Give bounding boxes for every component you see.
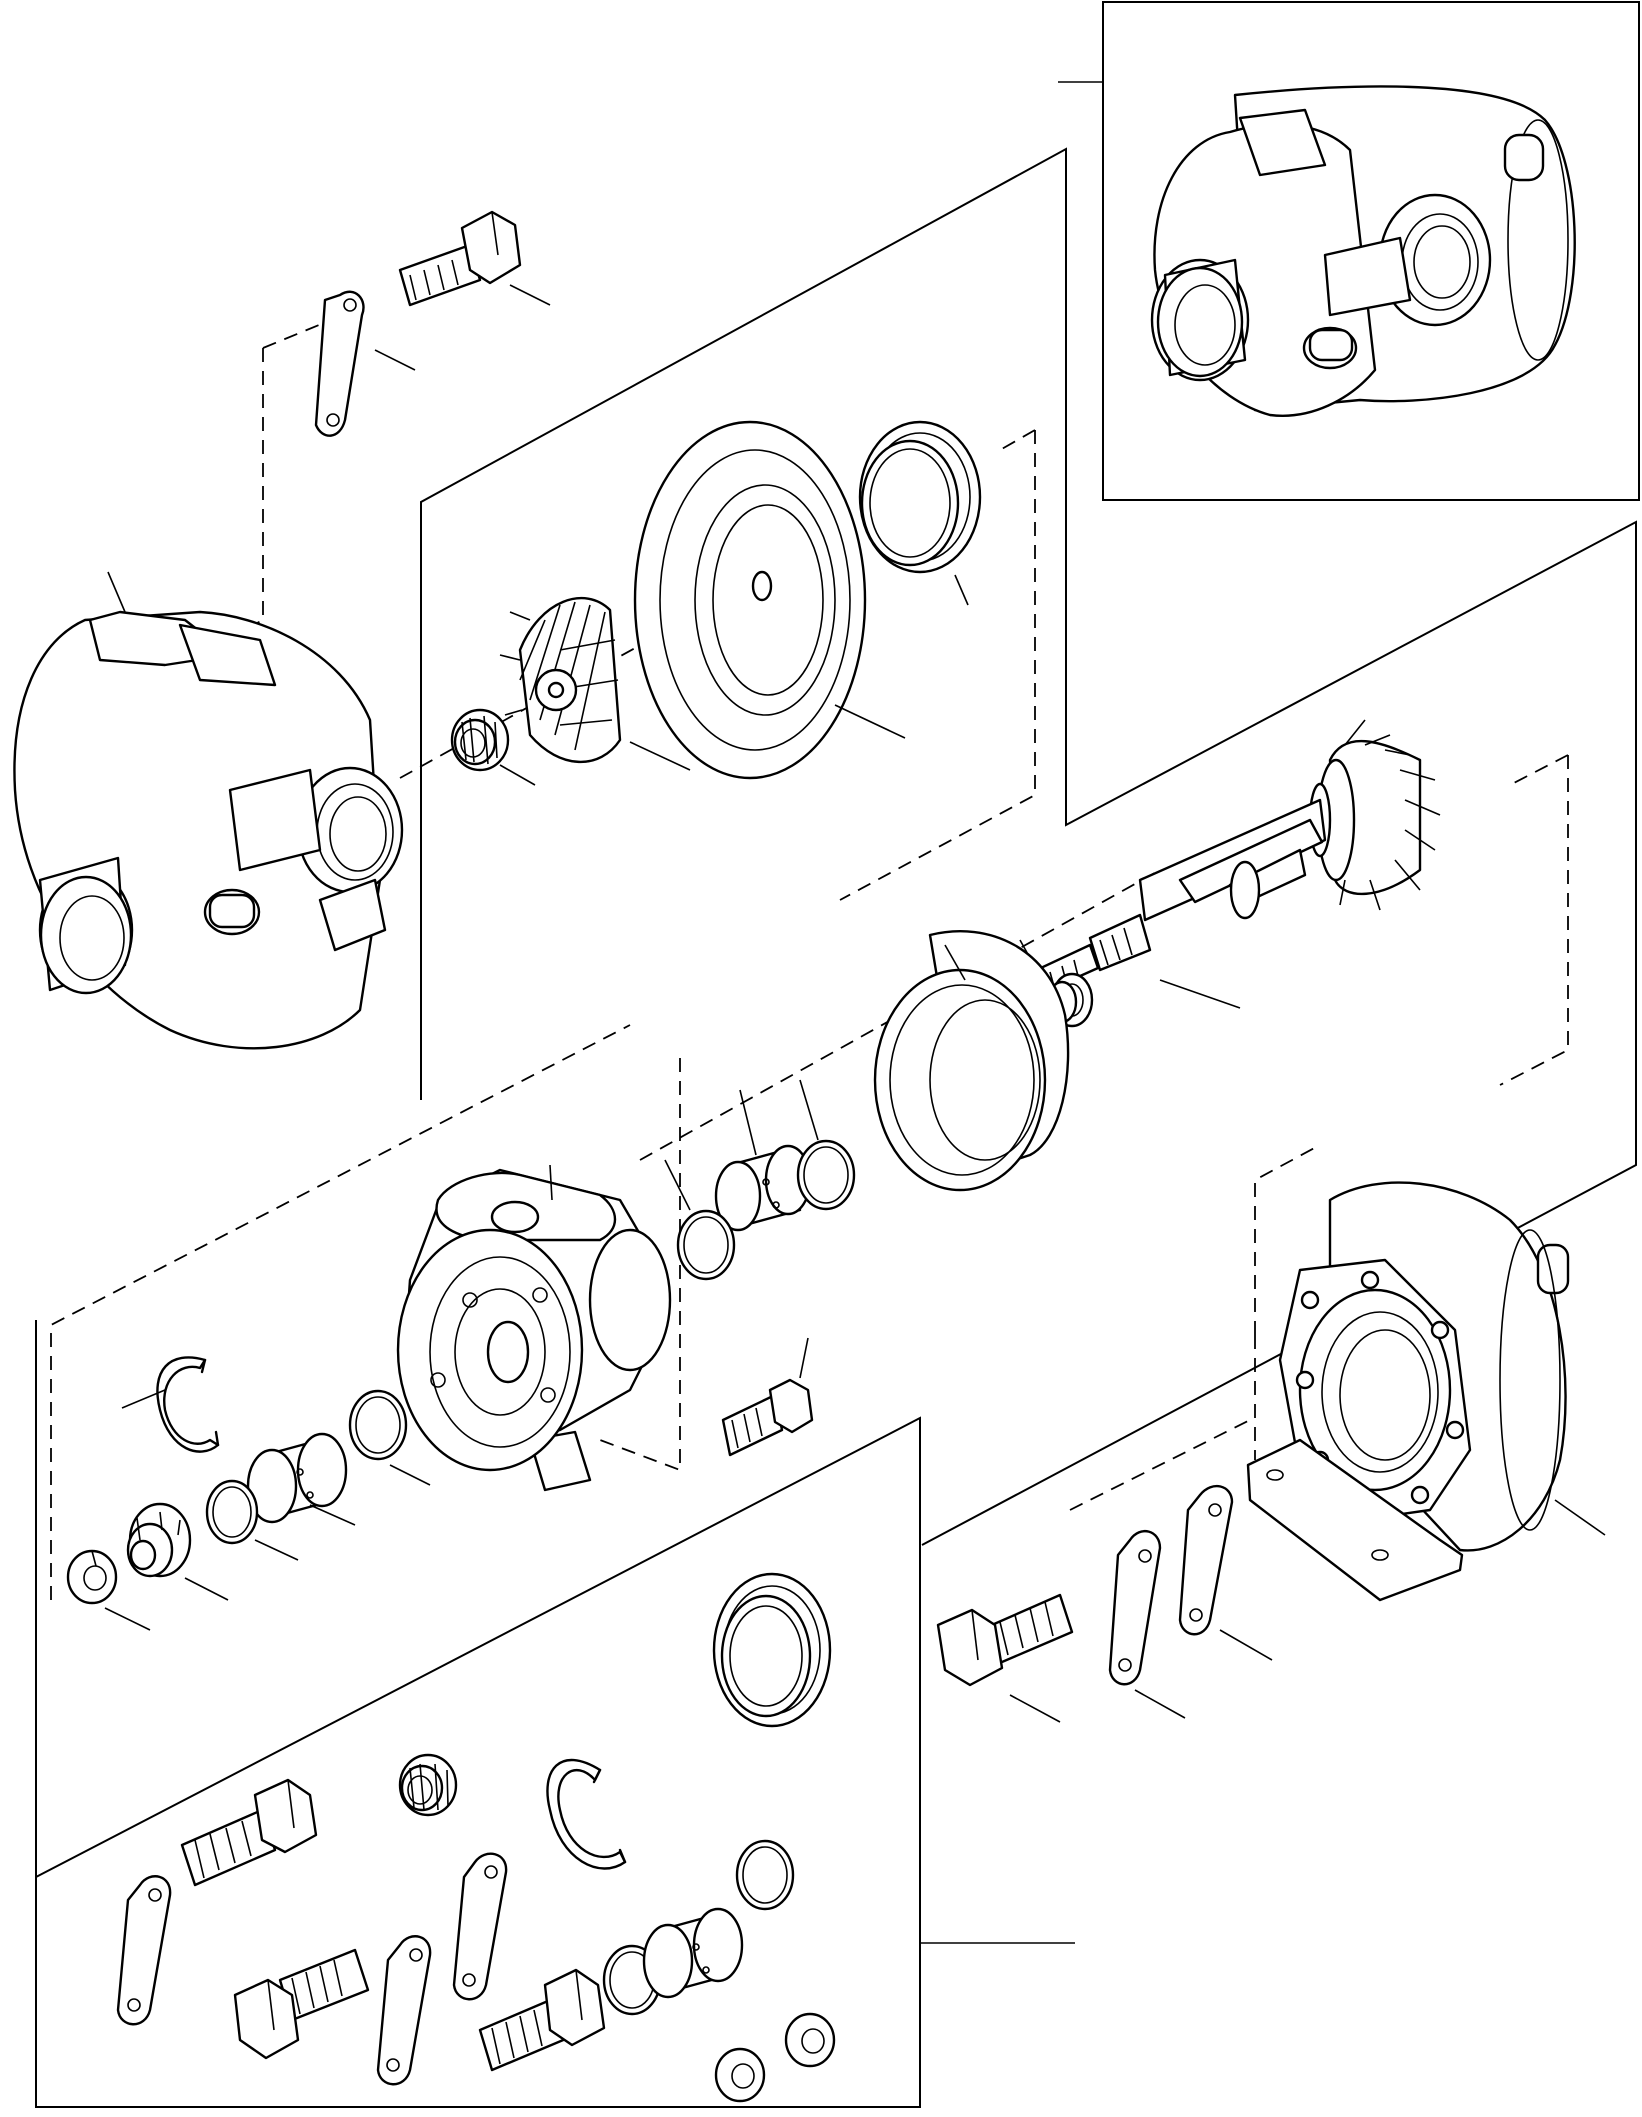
kit-lock-plate-3 [452, 1852, 508, 2001]
turbine-housing-leader [1554, 1499, 1606, 1536]
kit-retaining-ring-2 [735, 1839, 795, 1911]
kit-lock-plate-2 [376, 1935, 432, 2086]
compressor-wheel-leader [629, 741, 691, 771]
cartridge-panel-frame [420, 147, 1637, 1546]
compressor-housing [13, 610, 404, 1050]
kit-snap-ring [546, 1758, 627, 1870]
retaining-ring-left-2-leader [254, 1539, 299, 1561]
kit-bolt-1 [180, 1778, 318, 1887]
lock-plate-turbine-1 [1108, 1529, 1162, 1686]
retaining-ring-left-2 [205, 1479, 259, 1545]
assembly-inset-frame [1102, 1, 1640, 501]
kit-bolt-3 [478, 1968, 606, 2072]
turbine-bolt-leader [1009, 1694, 1061, 1723]
kit-journal-bearing [642, 1907, 744, 1999]
kit-bolt-2 [233, 1948, 370, 2060]
thrust-collar [126, 1502, 192, 1578]
compressor-housing-leader [107, 571, 126, 613]
turbine-housing [1246, 1181, 1570, 1602]
center-bearing-leader [739, 1089, 757, 1156]
bearing-housing-leader [549, 1164, 553, 1201]
kit-oil-seal [712, 1572, 832, 1728]
lock-plate-turbine-2 [1178, 1484, 1234, 1636]
housing-bolt [398, 210, 522, 307]
lock-plate-turbine-2-leader [1219, 1629, 1273, 1661]
turbine-shaft-wheel [1013, 719, 1441, 1004]
snap-ring-large [156, 1356, 220, 1453]
small-bolt-leader [799, 1337, 809, 1379]
housing-bolt-leader [509, 284, 551, 306]
bearing-housing [396, 1168, 672, 1492]
journal-bearing-left-leader [309, 1504, 356, 1526]
heat-shield-leader [944, 944, 966, 981]
kit-compressor-nut [398, 1753, 458, 1817]
heat-shield [873, 930, 1070, 1192]
thrust-collar-leader [184, 1577, 229, 1601]
turbine-shaft-leader [1159, 979, 1241, 1009]
retaining-ring-left-1-leader [389, 1464, 431, 1486]
retaining-ring-center-1-leader [664, 1159, 691, 1211]
thrust-washer [66, 1549, 118, 1605]
snap-ring-large-leader [121, 1389, 166, 1409]
backplate-o-ring [858, 420, 982, 574]
compressor-backplate [633, 420, 867, 780]
lock-plate-top-leader [374, 349, 416, 371]
thrust-washer-leader [104, 1607, 151, 1631]
compressor-wheel [499, 596, 622, 764]
journal-bearing-center [714, 1144, 812, 1232]
compressor-nut-leader [499, 764, 536, 786]
lock-plate-turbine-1-leader [1134, 1689, 1186, 1719]
lock-plate-top [314, 290, 365, 437]
backplate-leader [834, 704, 906, 739]
small-bolt [721, 1378, 814, 1457]
retaining-ring-center-2-leader [799, 1079, 819, 1141]
retaining-ring-left-1 [348, 1389, 408, 1461]
compressor-wheel-nut [450, 708, 510, 772]
kit-thrust-washer-2 [784, 2012, 836, 2068]
o-ring-leader [954, 574, 969, 606]
retaining-ring-center-2 [796, 1139, 856, 1211]
journal-bearing-left [246, 1432, 348, 1524]
repair-kit-panel-frame [35, 1416, 921, 2108]
assembled-turbocharger [1150, 85, 1576, 417]
turbine-housing-bolt [936, 1593, 1074, 1687]
retaining-ring-center-1 [676, 1209, 736, 1281]
kit-thrust-washer-1 [714, 2047, 766, 2103]
kit-lock-plate-1 [116, 1875, 172, 2026]
